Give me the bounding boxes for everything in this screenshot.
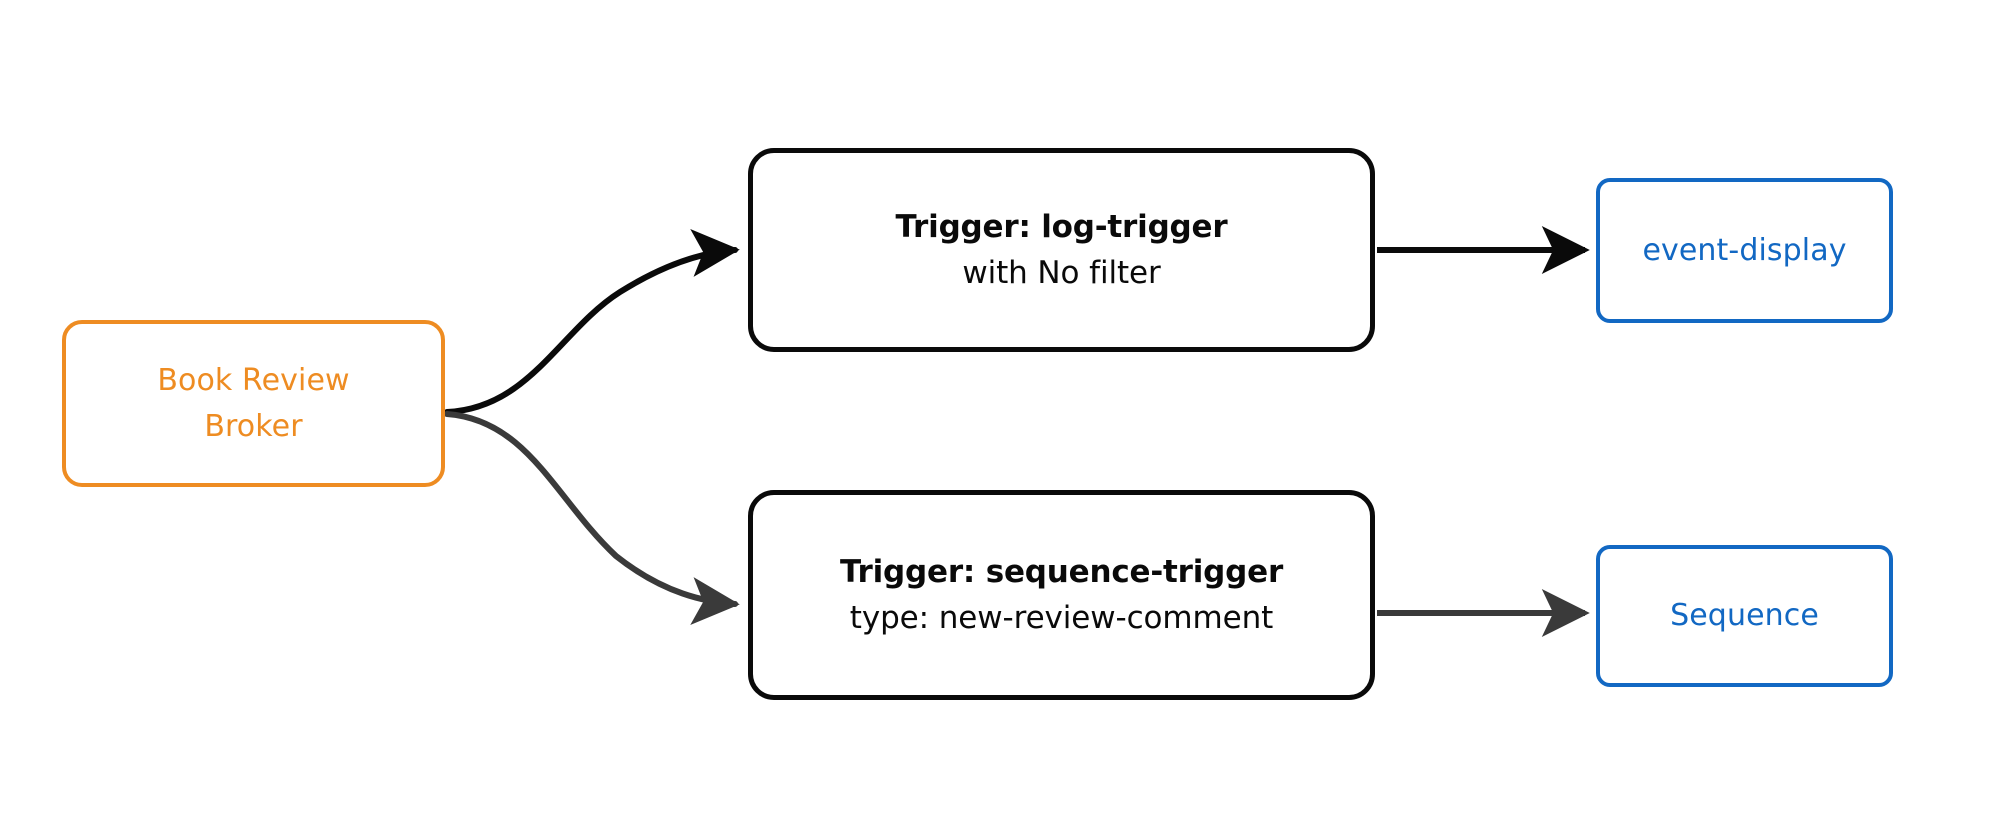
node-event-display[interactable]: event-display [1596,178,1893,323]
edge-broker-to-log-trigger [444,229,740,415]
event-display-label: event-display [1642,232,1847,268]
broker-label-line1: Book Review [157,362,350,398]
log-trigger-title: Trigger: log-trigger [895,209,1228,245]
sequence-trigger-subtitle: type: new-review-comment [849,600,1274,636]
node-sequence[interactable]: Sequence [1596,545,1893,687]
node-sequence-trigger[interactable]: Trigger: sequence-trigger type: new-revi… [748,490,1375,700]
sequence-label: Sequence [1670,598,1819,633]
sequence-trigger-title: Trigger: sequence-trigger [839,554,1284,590]
log-trigger-subtitle: with No filter [962,255,1161,291]
edge-broker-to-sequence-trigger [444,411,740,625]
node-log-trigger[interactable]: Trigger: log-trigger with No filter [748,148,1375,352]
broker-label-line2: Broker [204,408,303,444]
node-book-review-broker[interactable]: Book Review Broker [62,320,445,487]
